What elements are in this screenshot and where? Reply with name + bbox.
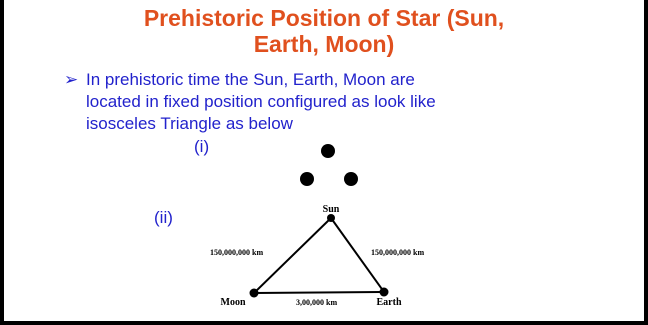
dot-left xyxy=(300,172,314,186)
sun-label: Sun xyxy=(323,204,340,215)
dot-top xyxy=(321,144,335,158)
earth-dot xyxy=(379,287,389,297)
diagram-i xyxy=(300,144,358,186)
left-distance-label: 150,000,000 km xyxy=(210,248,263,257)
slide-title: Prehistoric Position of Star (Sun, Earth… xyxy=(4,5,644,57)
moon-label: Moon xyxy=(221,297,246,308)
right-side-line xyxy=(330,217,385,293)
dot-right xyxy=(344,172,358,186)
diagram-ii: Sun Moon Earth 150,000,000 km 150,000,00… xyxy=(210,204,424,308)
title-line-2: Earth, Moon) xyxy=(253,31,395,57)
label-i: (i) xyxy=(194,137,210,156)
earth-label: Earth xyxy=(377,297,402,308)
bullet-line-2: located in fixed position configured as … xyxy=(86,92,436,111)
label-ii: (ii) xyxy=(154,208,173,227)
title-line-1: Prehistoric Position of Star (Sun, xyxy=(143,5,505,31)
base-distance-label: 3,00,000 km xyxy=(296,298,337,307)
diagram-area: Sun Moon Earth 150,000,000 km 150,000,00… xyxy=(210,144,424,308)
bullet-point: ➢ In prehistoric time the Sun, Earth, Mo… xyxy=(64,69,606,135)
bullet-line-3: isosceles Triangle as below xyxy=(86,114,293,133)
bullet-line-1: In prehistoric time the Sun, Earth, Moon… xyxy=(86,70,415,89)
left-side-line xyxy=(253,217,332,294)
right-distance-label: 150,000,000 km xyxy=(371,248,424,257)
base-line xyxy=(253,291,385,294)
moon-dot xyxy=(249,288,259,298)
sun-dot xyxy=(327,214,335,222)
arrow-bullet-icon: ➢ xyxy=(64,70,79,89)
